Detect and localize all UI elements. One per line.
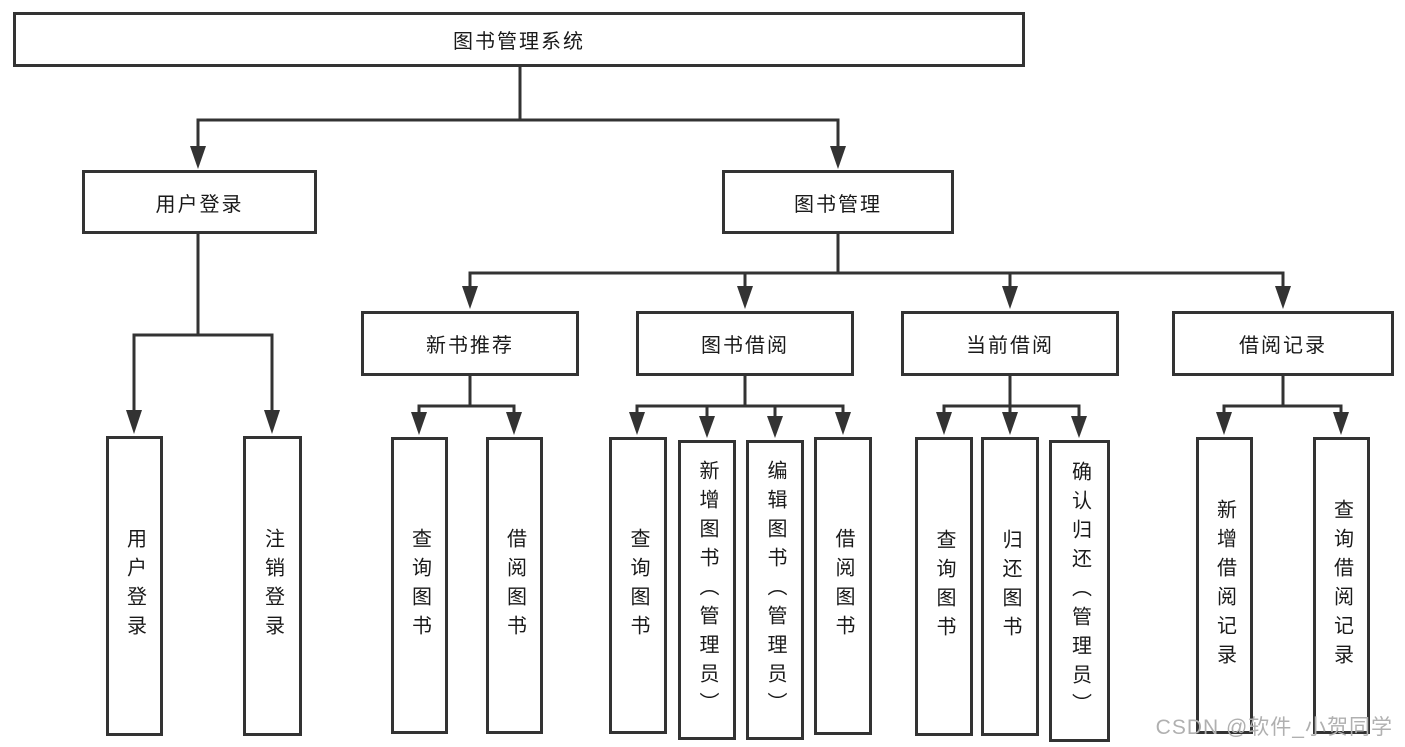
leaf-records-add-record: 新增借阅记录 — [1196, 437, 1253, 734]
leaf-current-return-books: 归还图书 — [981, 437, 1039, 736]
node-user-login: 用户登录 — [82, 170, 317, 234]
node-book-management: 图书管理 — [722, 170, 954, 234]
connector-userlogin-to-leaves — [132, 232, 274, 414]
connector-newbook-to-leaves — [417, 374, 516, 416]
leaf-newbook-query-books: 查询图书 — [391, 437, 448, 734]
connector-records-to-leaves — [1222, 374, 1343, 416]
csdn-watermark: CSDN @软件_小贺同学 — [1155, 716, 1393, 739]
node-current-borrow: 当前借阅 — [901, 311, 1119, 376]
leaf-borrow-borrow-books: 借阅图书 — [814, 437, 872, 735]
leaf-borrow-add-books-admin: 新增图书（管理员） — [678, 440, 736, 740]
leaf-newbook-borrow-books: 借阅图书 — [486, 437, 543, 734]
leaf-user-login: 用户登录 — [106, 436, 163, 736]
node-book-borrow: 图书借阅 — [636, 311, 854, 376]
leaf-current-query-books: 查询图书 — [915, 437, 973, 736]
connector-bookmgmt-to-level2 — [468, 232, 1285, 290]
leaf-records-query-record: 查询借阅记录 — [1313, 437, 1370, 734]
connector-currentborrow-to-leaves — [942, 374, 1081, 420]
node-root-library-system: 图书管理系统 — [13, 12, 1025, 67]
node-new-book-recommend: 新书推荐 — [361, 311, 579, 376]
leaf-logout: 注销登录 — [243, 436, 302, 736]
connector-bookborrow-to-leaves — [635, 374, 845, 420]
connector-root-to-level1 — [196, 65, 840, 150]
leaf-current-confirm-return-admin: 确认归还（管理员） — [1049, 440, 1110, 742]
arrowheads — [126, 146, 1349, 438]
node-borrow-records: 借阅记录 — [1172, 311, 1394, 376]
leaf-borrow-edit-books-admin: 编辑图书（管理员） — [746, 440, 804, 740]
leaf-borrow-query-books: 查询图书 — [609, 437, 667, 734]
